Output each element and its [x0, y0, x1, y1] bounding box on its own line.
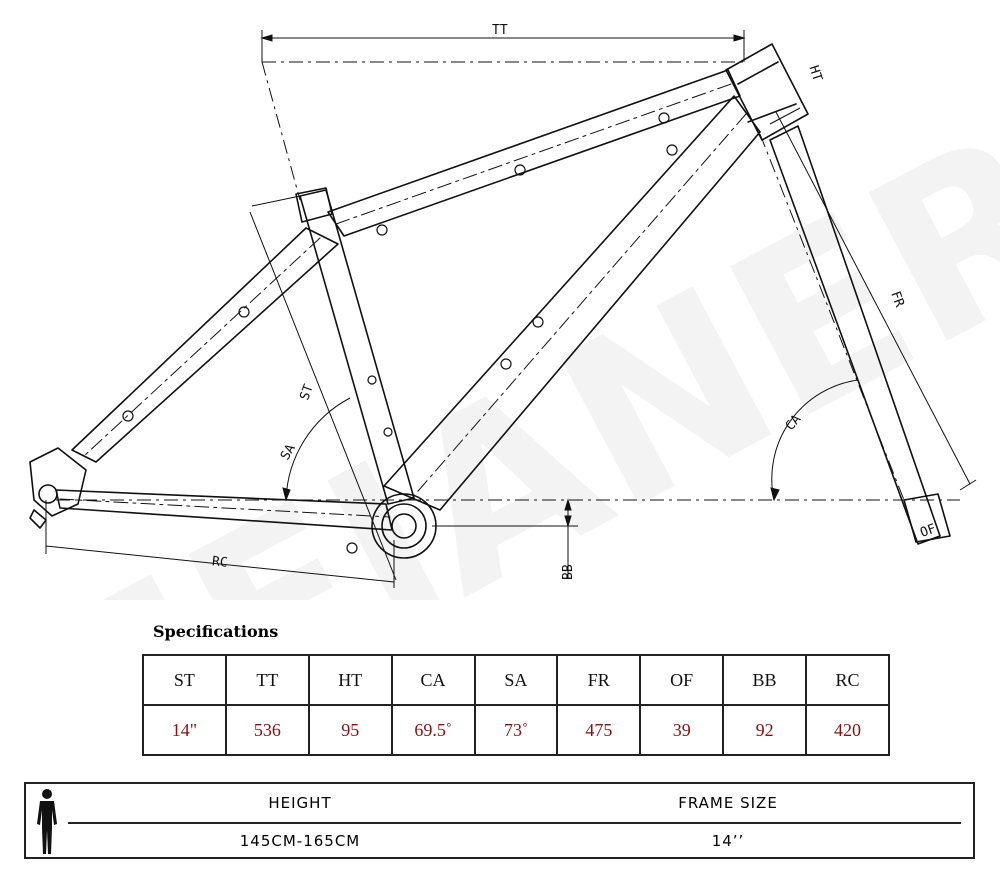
st-dimension-line: [249, 211, 397, 581]
seat-tube: [295, 187, 415, 505]
spec-value-cell: 69.5˚: [390, 704, 476, 756]
st-label: ST: [297, 382, 317, 402]
sa-angle-arc: [285, 397, 351, 501]
frame-size-value: 14’’: [711, 832, 745, 850]
spec-value-cell: 14": [142, 704, 227, 756]
size-fit-table: HEIGHT FRAME SIZE 145CM-165CM 14’’: [24, 782, 975, 859]
spec-value-cell: 475: [556, 704, 642, 756]
specifications-title: Specifications: [153, 622, 279, 641]
rc-label: RC: [211, 554, 228, 571]
bb-dimension-line: [432, 498, 578, 578]
spec-header-cell: HT: [307, 654, 393, 706]
specifications-table: ST TT HT CA SA FR OF BB RC 14" 536 95 69…: [142, 654, 890, 756]
spec-value-cell: 536: [224, 704, 310, 756]
spec-header-cell: OF: [639, 654, 725, 706]
cable-guides: [122, 112, 678, 554]
spec-header-cell: ST: [142, 654, 227, 706]
spec-value-cell: 39: [639, 704, 725, 756]
frame-geometry-diagram: MEIANER: [0, 23, 1000, 600]
ht-label: HT: [806, 64, 825, 84]
rear-dropout: [29, 447, 87, 529]
height-header: HEIGHT: [268, 794, 332, 812]
spec-header-cell: FR: [556, 654, 642, 706]
spec-header-cell: RC: [805, 654, 890, 706]
spec-header-cell: TT: [224, 654, 310, 706]
head-tube: [725, 43, 809, 141]
spec-value-cell: 95: [307, 704, 393, 756]
top-tube: [327, 69, 741, 237]
fit-divider: [68, 822, 961, 824]
spec-header-row: ST TT HT CA SA FR OF BB RC: [142, 654, 890, 706]
spec-value-row: 14" 536 95 69.5˚ 73˚ 475 39 92 420: [142, 704, 890, 756]
down-tube: [383, 95, 761, 511]
of-label: OF: [918, 521, 938, 541]
fork-steerer: [769, 125, 951, 545]
seat-stay: [71, 227, 339, 463]
fr-dimension-line: [759, 107, 977, 501]
ca-angle-arc: [771, 379, 859, 501]
bb-label: BB: [561, 564, 576, 580]
fr-label: FR: [887, 289, 907, 309]
spec-value-cell: 420: [805, 704, 890, 756]
spec-value-cell: 73˚: [473, 704, 559, 756]
tt-dimension-line: [260, 30, 746, 63]
frame-size-header: FRAME SIZE: [678, 794, 778, 812]
rc-dimension-line: [45, 500, 395, 588]
tt-label: TT: [492, 23, 508, 38]
spec-header-cell: SA: [473, 654, 559, 706]
person-icon: [37, 789, 57, 854]
sa-label: SA: [278, 442, 299, 463]
spec-value-cell: 92: [722, 704, 807, 756]
height-value: 145CM-165CM: [239, 832, 361, 850]
spec-header-cell: CA: [390, 654, 476, 706]
watermark-text: MEIANER: [0, 80, 1000, 600]
spec-header-cell: BB: [722, 654, 807, 706]
